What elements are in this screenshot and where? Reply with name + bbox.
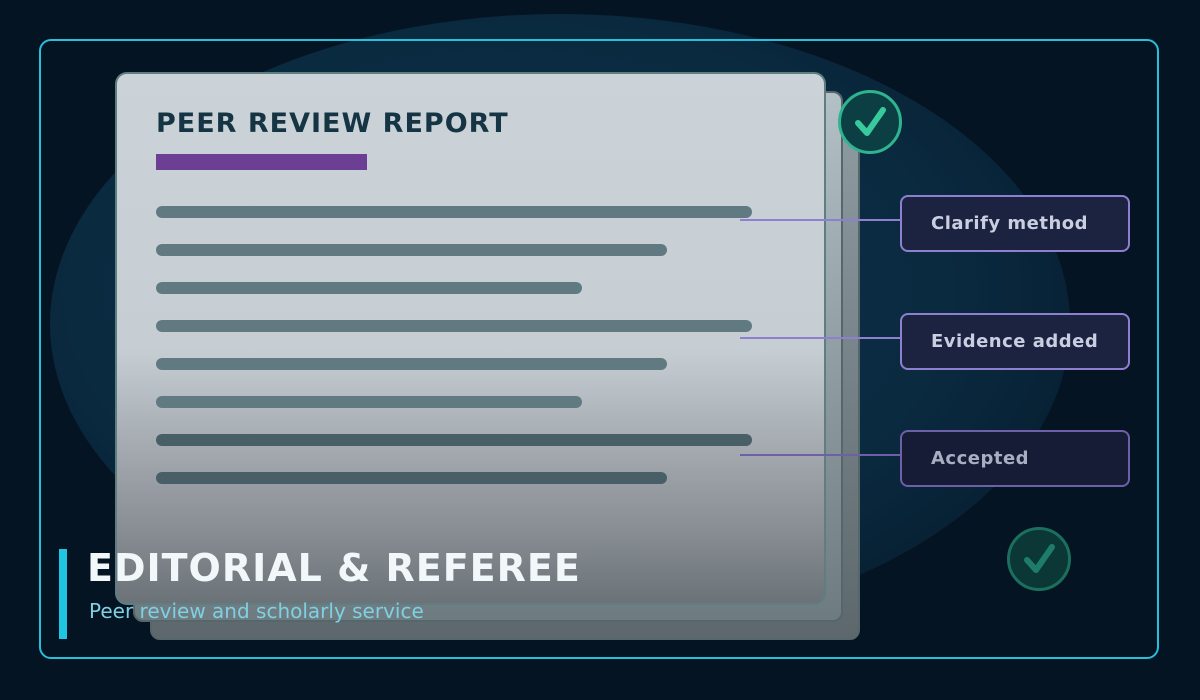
review-note-accepted: Accepted xyxy=(900,430,1130,487)
title-underline xyxy=(156,154,367,170)
document-title: PEER REVIEW REPORT xyxy=(156,108,509,139)
hero-title: EDITORIAL & REFEREE xyxy=(87,546,581,590)
text-line-placeholder xyxy=(156,434,752,446)
check-circle-icon xyxy=(1007,527,1071,591)
note-connector xyxy=(740,219,902,221)
check-circle-icon xyxy=(838,90,902,154)
note-connector xyxy=(740,337,902,339)
text-line-placeholder xyxy=(156,244,667,256)
text-line-placeholder xyxy=(156,320,752,332)
peer-review-document: PEER REVIEW REPORT xyxy=(115,72,826,605)
review-note-evidence-added: Evidence added xyxy=(900,313,1130,370)
text-line-placeholder xyxy=(156,206,752,218)
text-line-placeholder xyxy=(156,396,582,408)
text-line-placeholder xyxy=(156,358,667,370)
hero-subtitle: Peer review and scholarly service xyxy=(89,599,424,623)
note-connector xyxy=(740,454,902,456)
text-line-placeholder xyxy=(156,282,582,294)
text-line-placeholder xyxy=(156,472,667,484)
banner-frame xyxy=(39,39,1159,659)
review-note-clarify-method: Clarify method xyxy=(900,195,1130,252)
hero-accent-bar xyxy=(59,549,67,639)
